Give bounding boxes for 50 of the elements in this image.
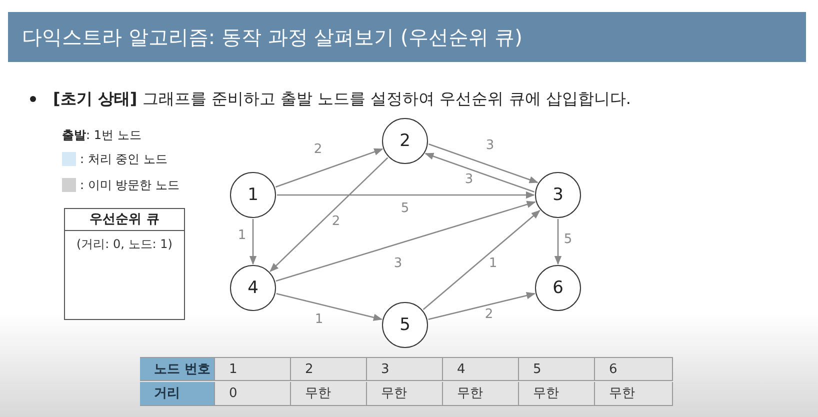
queue-box xyxy=(64,208,185,320)
legend-text: : 이미 방문한 노드 xyxy=(80,177,180,194)
table-cell: 무한 xyxy=(443,382,519,406)
arrow xyxy=(249,219,257,265)
start-note: 출발: 1번 노드 xyxy=(62,127,142,144)
table-cell: 1 xyxy=(215,357,291,381)
table-cell: 4 xyxy=(443,357,519,381)
table-cell: 5 xyxy=(519,357,595,381)
table-cell: 무한 xyxy=(519,382,595,406)
table-cell: 0 xyxy=(215,382,291,406)
arrow xyxy=(428,143,538,184)
table-cell: 무한 xyxy=(595,382,673,406)
edge-label: 3 xyxy=(392,257,404,271)
table-header-cell: 거리 xyxy=(140,382,215,406)
graph-node-circle: 3 xyxy=(535,172,581,218)
title-bar: 다익스트라 알고리즘: 동작 과정 살펴보기 (우선순위 큐) xyxy=(8,12,806,62)
edge-label: 1 xyxy=(314,313,324,327)
arrow xyxy=(277,191,535,199)
edge-label: 1 xyxy=(488,257,498,271)
table-cell: 3 xyxy=(367,357,443,381)
edge-label: 2 xyxy=(330,215,342,229)
edge-label: 5 xyxy=(400,202,410,216)
arrow xyxy=(424,152,534,193)
edge-label: 1 xyxy=(236,229,248,243)
arrow xyxy=(554,219,562,265)
queue-item: (거리: 0, 노드: 1) xyxy=(76,236,174,253)
table-header-cell: 노드 번호 xyxy=(140,357,215,381)
arrow xyxy=(275,148,384,188)
edge-label: 2 xyxy=(312,143,324,157)
arrow xyxy=(276,200,536,282)
table-cell: 무한 xyxy=(367,382,443,406)
edge-label: 2 xyxy=(484,308,494,322)
edge-label: 5 xyxy=(562,233,574,247)
table-cell: 6 xyxy=(595,357,673,381)
instruction-text: [초기 상태] 그래프를 준비하고 출발 노드를 설정하여 우선순위 큐에 삽입합니다. xyxy=(53,89,631,110)
graph-node-circle: 2 xyxy=(382,118,428,164)
graph-node-circle: 1 xyxy=(230,172,276,218)
edge-label: 3 xyxy=(484,139,496,153)
arrow xyxy=(270,157,388,272)
graph-node-circle: 5 xyxy=(382,302,428,348)
arrow xyxy=(276,293,383,321)
arrow xyxy=(428,292,536,320)
graph-node-circle: 6 xyxy=(535,265,581,311)
arrow xyxy=(422,210,540,310)
table-cell: 2 xyxy=(291,357,367,381)
graph-node-circle: 4 xyxy=(230,265,276,311)
table-cell: 무한 xyxy=(291,382,367,406)
legend-text: : 처리 중인 노드 xyxy=(80,151,168,168)
edge-label: 3 xyxy=(464,173,474,187)
queue-heading: 우선순위 큐 xyxy=(65,209,184,231)
